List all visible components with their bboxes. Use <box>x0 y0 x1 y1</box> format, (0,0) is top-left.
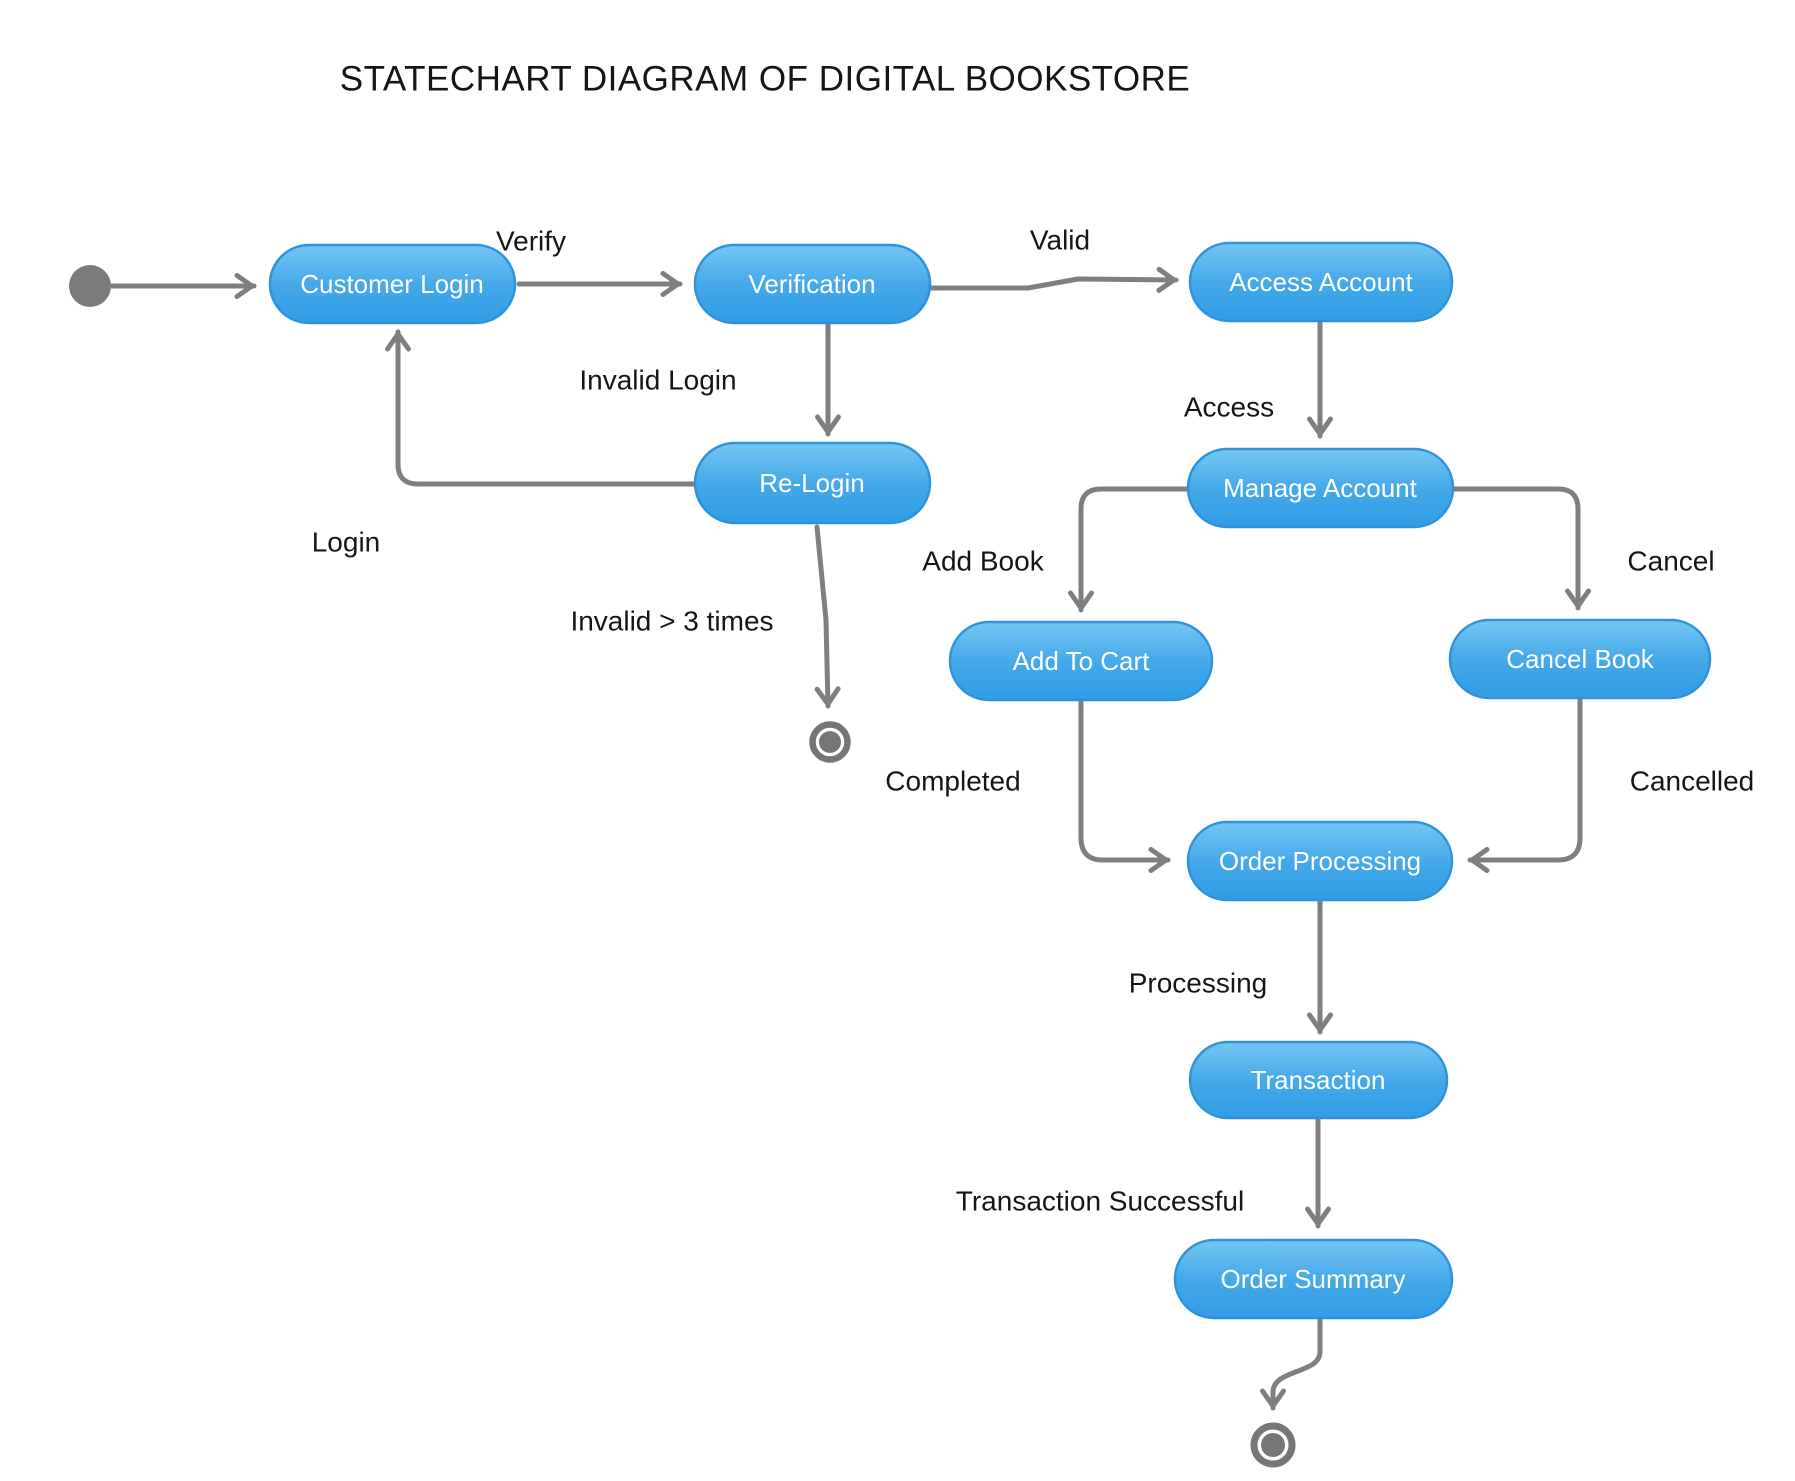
state-re-login: Re-Login <box>693 441 932 525</box>
transition-label-transaction-successful: Transaction Successful <box>956 1186 1244 1217</box>
transition-cancelled <box>1467 696 1583 873</box>
transition-label-invalid-3-times: Invalid > 3 times <box>570 606 773 637</box>
transition-add-book <box>1068 486 1191 613</box>
transition-login <box>385 329 700 487</box>
state-manage-account: Manage Account <box>1186 447 1455 529</box>
state-add-to-cart-label: Add To Cart <box>1013 646 1151 676</box>
state-verification-label: Verification <box>748 269 875 299</box>
state-transaction-label: Transaction <box>1251 1065 1386 1095</box>
state-cancel-book: Cancel Book <box>1448 618 1712 700</box>
state-order-summary-label: Order Summary <box>1221 1264 1406 1294</box>
state-re-login-label: Re-Login <box>759 468 865 498</box>
transition-label-access: Access <box>1184 392 1274 423</box>
state-order-processing: Order Processing <box>1186 820 1454 902</box>
transition-label-cancelled: Cancelled <box>1630 766 1755 797</box>
state-access-account: Access Account <box>1188 241 1454 323</box>
transition-label-invalid-login: Invalid Login <box>579 365 736 396</box>
transition-valid <box>925 266 1179 293</box>
state-customer-login: Customer Login <box>268 243 517 325</box>
initial-state-icon <box>69 265 111 307</box>
transition-label-processing: Processing <box>1129 968 1268 999</box>
transition-invalid-3-times <box>814 524 841 709</box>
final-state-icon <box>809 721 851 763</box>
transition-cancel <box>1450 486 1591 611</box>
state-add-to-cart: Add To Cart <box>948 620 1214 702</box>
transition-label-verify: Verify <box>496 226 566 257</box>
page-title: STATECHART DIAGRAM OF DIGITAL BOOKSTORE <box>340 60 1191 99</box>
transition-label-add-book: Add Book <box>922 546 1044 577</box>
transition-order-summary-to-end <box>1260 1316 1323 1411</box>
state-order-processing-label: Order Processing <box>1219 846 1421 876</box>
state-transaction: Transaction <box>1188 1040 1449 1120</box>
state-customer-login-label: Customer Login <box>300 269 484 299</box>
state-cancel-book-label: Cancel Book <box>1506 644 1654 674</box>
transition-completed <box>1078 698 1171 873</box>
transition-label-completed: Completed <box>885 766 1020 797</box>
transition-label-cancel: Cancel <box>1627 546 1714 577</box>
state-manage-account-label: Manage Account <box>1223 473 1417 503</box>
state-access-account-label: Access Account <box>1229 267 1413 297</box>
transition-label-valid: Valid <box>1030 225 1090 256</box>
state-verification: Verification <box>693 243 932 325</box>
final-state-icon <box>1250 1422 1296 1468</box>
transition-label-login: Login <box>312 527 381 558</box>
state-order-summary: Order Summary <box>1173 1238 1454 1320</box>
